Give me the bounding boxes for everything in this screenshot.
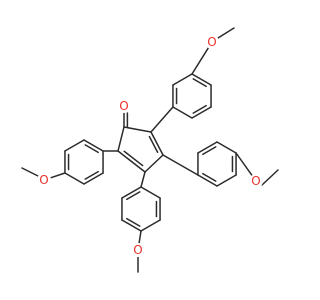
ring-right-methoxy-bond [235, 152, 253, 177]
carbonyl-oxygen-label: O [119, 99, 128, 113]
ring-top-right-bond-2 [191, 106, 212, 119]
methoxy-oxygen-right-atom: O [249, 174, 263, 188]
ring-top-right-bond-3 [172, 106, 193, 119]
ring-bottom-double-bond-3 [126, 217, 141, 227]
methoxy-oxygen-right-label: O [251, 174, 260, 188]
core-double-bond-c4-c5 [123, 150, 144, 167]
ring-right-double-bond-2 [202, 172, 217, 182]
core-bond-c1-c2 [123, 126, 152, 133]
ring-left-bond-2 [64, 172, 85, 185]
ring-right-attach-bond [162, 154, 199, 176]
ring-bottom-bond-3 [121, 219, 142, 232]
ring-right-bond-1 [216, 174, 237, 187]
ring-top-right-bond-0 [191, 73, 212, 86]
core-double-bond-c2-c3 [148, 135, 159, 153]
ring-bottom-bond-0 [140, 186, 161, 199]
ring-left-bond-1 [83, 172, 104, 185]
ring-bottom-bond-2 [140, 219, 161, 232]
methoxy-oxygen-left-atom: O [37, 173, 51, 187]
ring-top-right-double-bond-2 [192, 104, 207, 114]
ring-right-bond-2 [197, 174, 218, 187]
core-bond-c5-c1 [117, 126, 125, 152]
ring-left-bond-4 [64, 139, 85, 152]
carbonyl-oxygen-atom: O [117, 99, 131, 113]
ring-right-double-bond-4 [202, 146, 217, 156]
ring-left-methoxy-bond [49, 172, 66, 179]
ring-top-right-attach-bond [150, 106, 174, 133]
molecule-diagram: O O O O O [21, 27, 279, 273]
ring-right-bond-5 [216, 141, 237, 154]
ring-bottom-double-bond-5 [126, 191, 141, 201]
methoxy-oxygen-bottom-atom: O [131, 243, 145, 257]
ring-left-methyl-bond [21, 167, 39, 177]
core-bond-c2-c3 [150, 131, 164, 156]
ring-left-double-bond-1 [84, 170, 99, 180]
methoxy-oxygen-left-label: O [39, 173, 48, 187]
ring-bottom-attach-bond [140, 171, 146, 188]
methoxy-oxygen-bottom-label: O [133, 243, 142, 257]
core-bond-c4-c5 [117, 150, 146, 173]
ring-right-methyl-bond [261, 169, 279, 186]
bond-layer [21, 27, 279, 273]
ring-top-right-methyl-bond [217, 27, 235, 39]
ring-right-bond-4 [197, 141, 218, 154]
ring-bottom-methoxy-bond [138, 230, 142, 244]
ring-top-right-double-bond-0 [192, 78, 207, 88]
methoxy-oxygen-top-right-atom: O [205, 35, 219, 49]
ring-bottom-bond-5 [121, 186, 142, 199]
methoxy-oxygen-top-right-label: O [207, 35, 216, 49]
ring-top-right-bond-5 [172, 73, 193, 86]
core-bond-c3-c4 [144, 154, 164, 173]
atom-label-layer: O O O O O [37, 35, 263, 257]
ring-top-right-methoxy-bond [191, 47, 210, 75]
ring-left-bond-5 [83, 139, 104, 152]
ring-left-double-bond-5 [84, 144, 99, 154]
